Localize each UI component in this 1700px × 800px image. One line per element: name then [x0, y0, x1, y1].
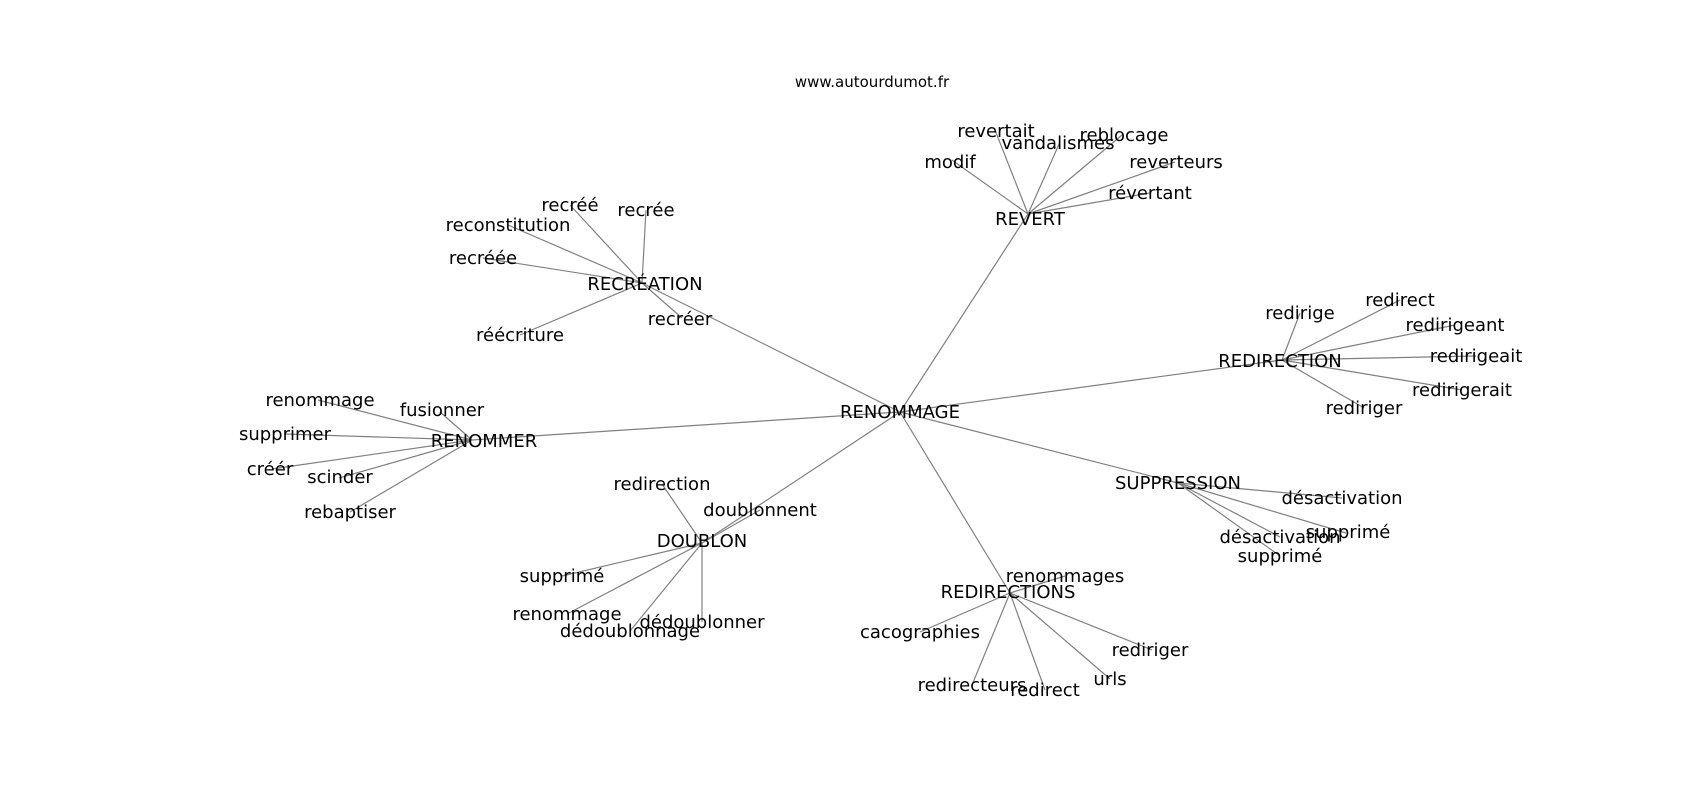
edge-center-recreation-1 — [641, 282, 901, 413]
edge-center-suppression-4 — [899, 411, 1179, 484]
word-node-dedoublonner-5-5: dédoublonner — [639, 612, 765, 633]
edge-recreation-1-4 — [519, 282, 643, 336]
hub-node-recreation-1: RECRÉATION — [587, 273, 702, 295]
hub-node-doublon-5: DOUBLON — [657, 531, 748, 552]
word-node-reverteurs-0-4: reverteurs — [1129, 152, 1223, 173]
word-node-redirection-5-0: redirection — [614, 474, 711, 495]
edge-doublon-5-3 — [566, 542, 703, 615]
word-node-rediriger-2-5: rediriger — [1326, 398, 1403, 419]
word-node-recree-1-0: recréé — [541, 195, 598, 216]
edge-redirection-2-4 — [1281, 359, 1463, 391]
edge-redirections-6-3 — [1009, 592, 1111, 680]
edge-doublon-5-4 — [629, 542, 703, 632]
edge-suppression-4-0 — [1177, 482, 1343, 499]
edge-center-renommer-3 — [471, 411, 901, 441]
edge-suppression-4-2 — [1177, 482, 1281, 538]
edge-renommer-3-3 — [271, 439, 473, 470]
edge-revert-0-1 — [994, 129, 1029, 215]
hub-node-suppression-4: SUPPRESSION — [1115, 473, 1241, 494]
word-node-renommage-3-0: renommage — [265, 390, 374, 411]
edge-recreation-1-3 — [482, 257, 643, 284]
edge-doublon-5-1 — [701, 509, 761, 544]
word-node-doublonnent-5-1: doublonnent — [703, 500, 817, 521]
edge-renommer-3-5 — [349, 439, 473, 513]
word-node-reblocage-0-3: reblocage — [1080, 125, 1169, 146]
graph-edges — [271, 129, 1477, 691]
word-node-supprimer-3-2: supprimer — [239, 424, 332, 445]
edge-suppression-4-1 — [1177, 482, 1347, 534]
word-node-creer-3-3: créér — [247, 459, 294, 480]
word-node-revertait-0-1: revertait — [957, 121, 1034, 142]
edge-revert-0-2 — [1027, 141, 1061, 215]
hub-node-revert-0: REVERT — [995, 209, 1066, 230]
word-node-rebaptiser-3-5: rebaptiser — [304, 502, 396, 523]
edge-suppression-4-3 — [1177, 482, 1281, 557]
edge-recreation-1-2 — [507, 224, 643, 284]
edge-doublon-5-0 — [661, 483, 703, 544]
edge-redirection-2-5 — [1281, 359, 1365, 409]
word-node-renommage-5-3: renommage — [512, 604, 621, 625]
graph-labels: www.autourdumot.fr RENOMMAGE REVERT modif… — [239, 73, 1522, 701]
edge-redirections-6-2 — [1009, 592, 1153, 651]
word-node-reconstitution-1-2: reconstitution — [446, 215, 571, 236]
word-node-reecriture-1-4: réécriture — [476, 325, 564, 346]
word-node-dedoublonnage-5-4: dédoublonnage — [560, 621, 700, 642]
word-node-fusionner-3-1: fusionner — [400, 400, 485, 421]
edge-redirections-6-5 — [971, 592, 1011, 686]
edge-revert-0-4 — [1027, 161, 1176, 215]
word-node-desactivation-4-0: désactivation — [1281, 488, 1402, 509]
edge-center-doublon-5 — [701, 411, 901, 544]
edge-renommer-3-1 — [439, 411, 473, 441]
source-url: www.autourdumot.fr — [795, 73, 950, 91]
word-node-redirigeant-2-2: redirigeant — [1406, 315, 1505, 336]
center-node-label: RENOMMAGE — [840, 402, 960, 423]
word-node-redirigerait-2-4: redirigerait — [1412, 380, 1512, 401]
word-node-desactivation-4-2: désactivation — [1219, 527, 1340, 548]
word-node-vandalismes-0-2: vandalismes — [1002, 133, 1115, 154]
word-node-modif-0-0: modif — [924, 152, 976, 173]
edge-renommer-3-4 — [338, 439, 473, 479]
edge-redirections-6-0 — [1009, 575, 1066, 594]
edge-center-revert-0 — [899, 213, 1029, 413]
word-node-supprime-5-2: supprimé — [520, 566, 605, 587]
edge-doublon-5-2 — [561, 542, 703, 577]
edge-renommer-3-0 — [317, 399, 473, 441]
edge-redirections-6-4 — [1009, 592, 1046, 691]
word-node-supprime-4-3: supprimé — [1238, 546, 1323, 567]
word-node-revertant-0-5: révertant — [1108, 183, 1192, 204]
word-node-redirigeait-2-3: redirigeait — [1430, 346, 1523, 367]
word-node-scinder-3-4: scinder — [307, 467, 373, 488]
edge-redirections-6-1 — [919, 592, 1011, 633]
edge-redirection-2-2 — [1281, 324, 1456, 361]
edge-revert-0-3 — [1027, 134, 1123, 215]
edge-revert-0-5 — [1027, 192, 1151, 215]
edge-renommer-3-2 — [284, 433, 473, 441]
word-node-recree-1-1: recrée — [617, 200, 674, 221]
word-node-cacographies-6-1: cacographies — [860, 622, 980, 643]
hub-node-redirections-6: REDIRECTIONS — [941, 582, 1076, 603]
edge-recreation-1-5 — [641, 282, 683, 319]
word-node-redirect-2-1: redirect — [1365, 290, 1435, 311]
word-node-renommages-6-0: renommages — [1006, 566, 1124, 587]
edge-recreation-1-0 — [569, 204, 643, 284]
edge-redirection-2-3 — [1281, 355, 1477, 361]
edge-redirection-2-0 — [1281, 312, 1301, 361]
word-node-rediriger-6-2: rediriger — [1112, 640, 1189, 661]
edge-recreation-1-1 — [641, 209, 647, 284]
edge-revert-0-0 — [951, 159, 1029, 215]
word-node-supprime-4-1: supprimé — [1306, 522, 1391, 543]
edge-center-redirections-6 — [899, 411, 1011, 594]
word-node-urls-6-3: urls — [1093, 669, 1126, 690]
word-node-redirect-6-4: redirect — [1010, 680, 1080, 701]
hub-node-renommer-3: RENOMMER — [431, 431, 537, 452]
word-node-recreee-1-3: recréée — [449, 248, 517, 269]
edge-redirection-2-1 — [1281, 299, 1401, 361]
word-node-redirecteurs-6-5: redirecteurs — [918, 675, 1027, 696]
word-node-recreer-1-5: recréer — [648, 309, 713, 330]
word-node-redirige-2-0: redirige — [1265, 303, 1334, 324]
edge-center-redirection-2 — [899, 359, 1283, 413]
hub-node-redirection-2: REDIRECTION — [1218, 351, 1341, 372]
